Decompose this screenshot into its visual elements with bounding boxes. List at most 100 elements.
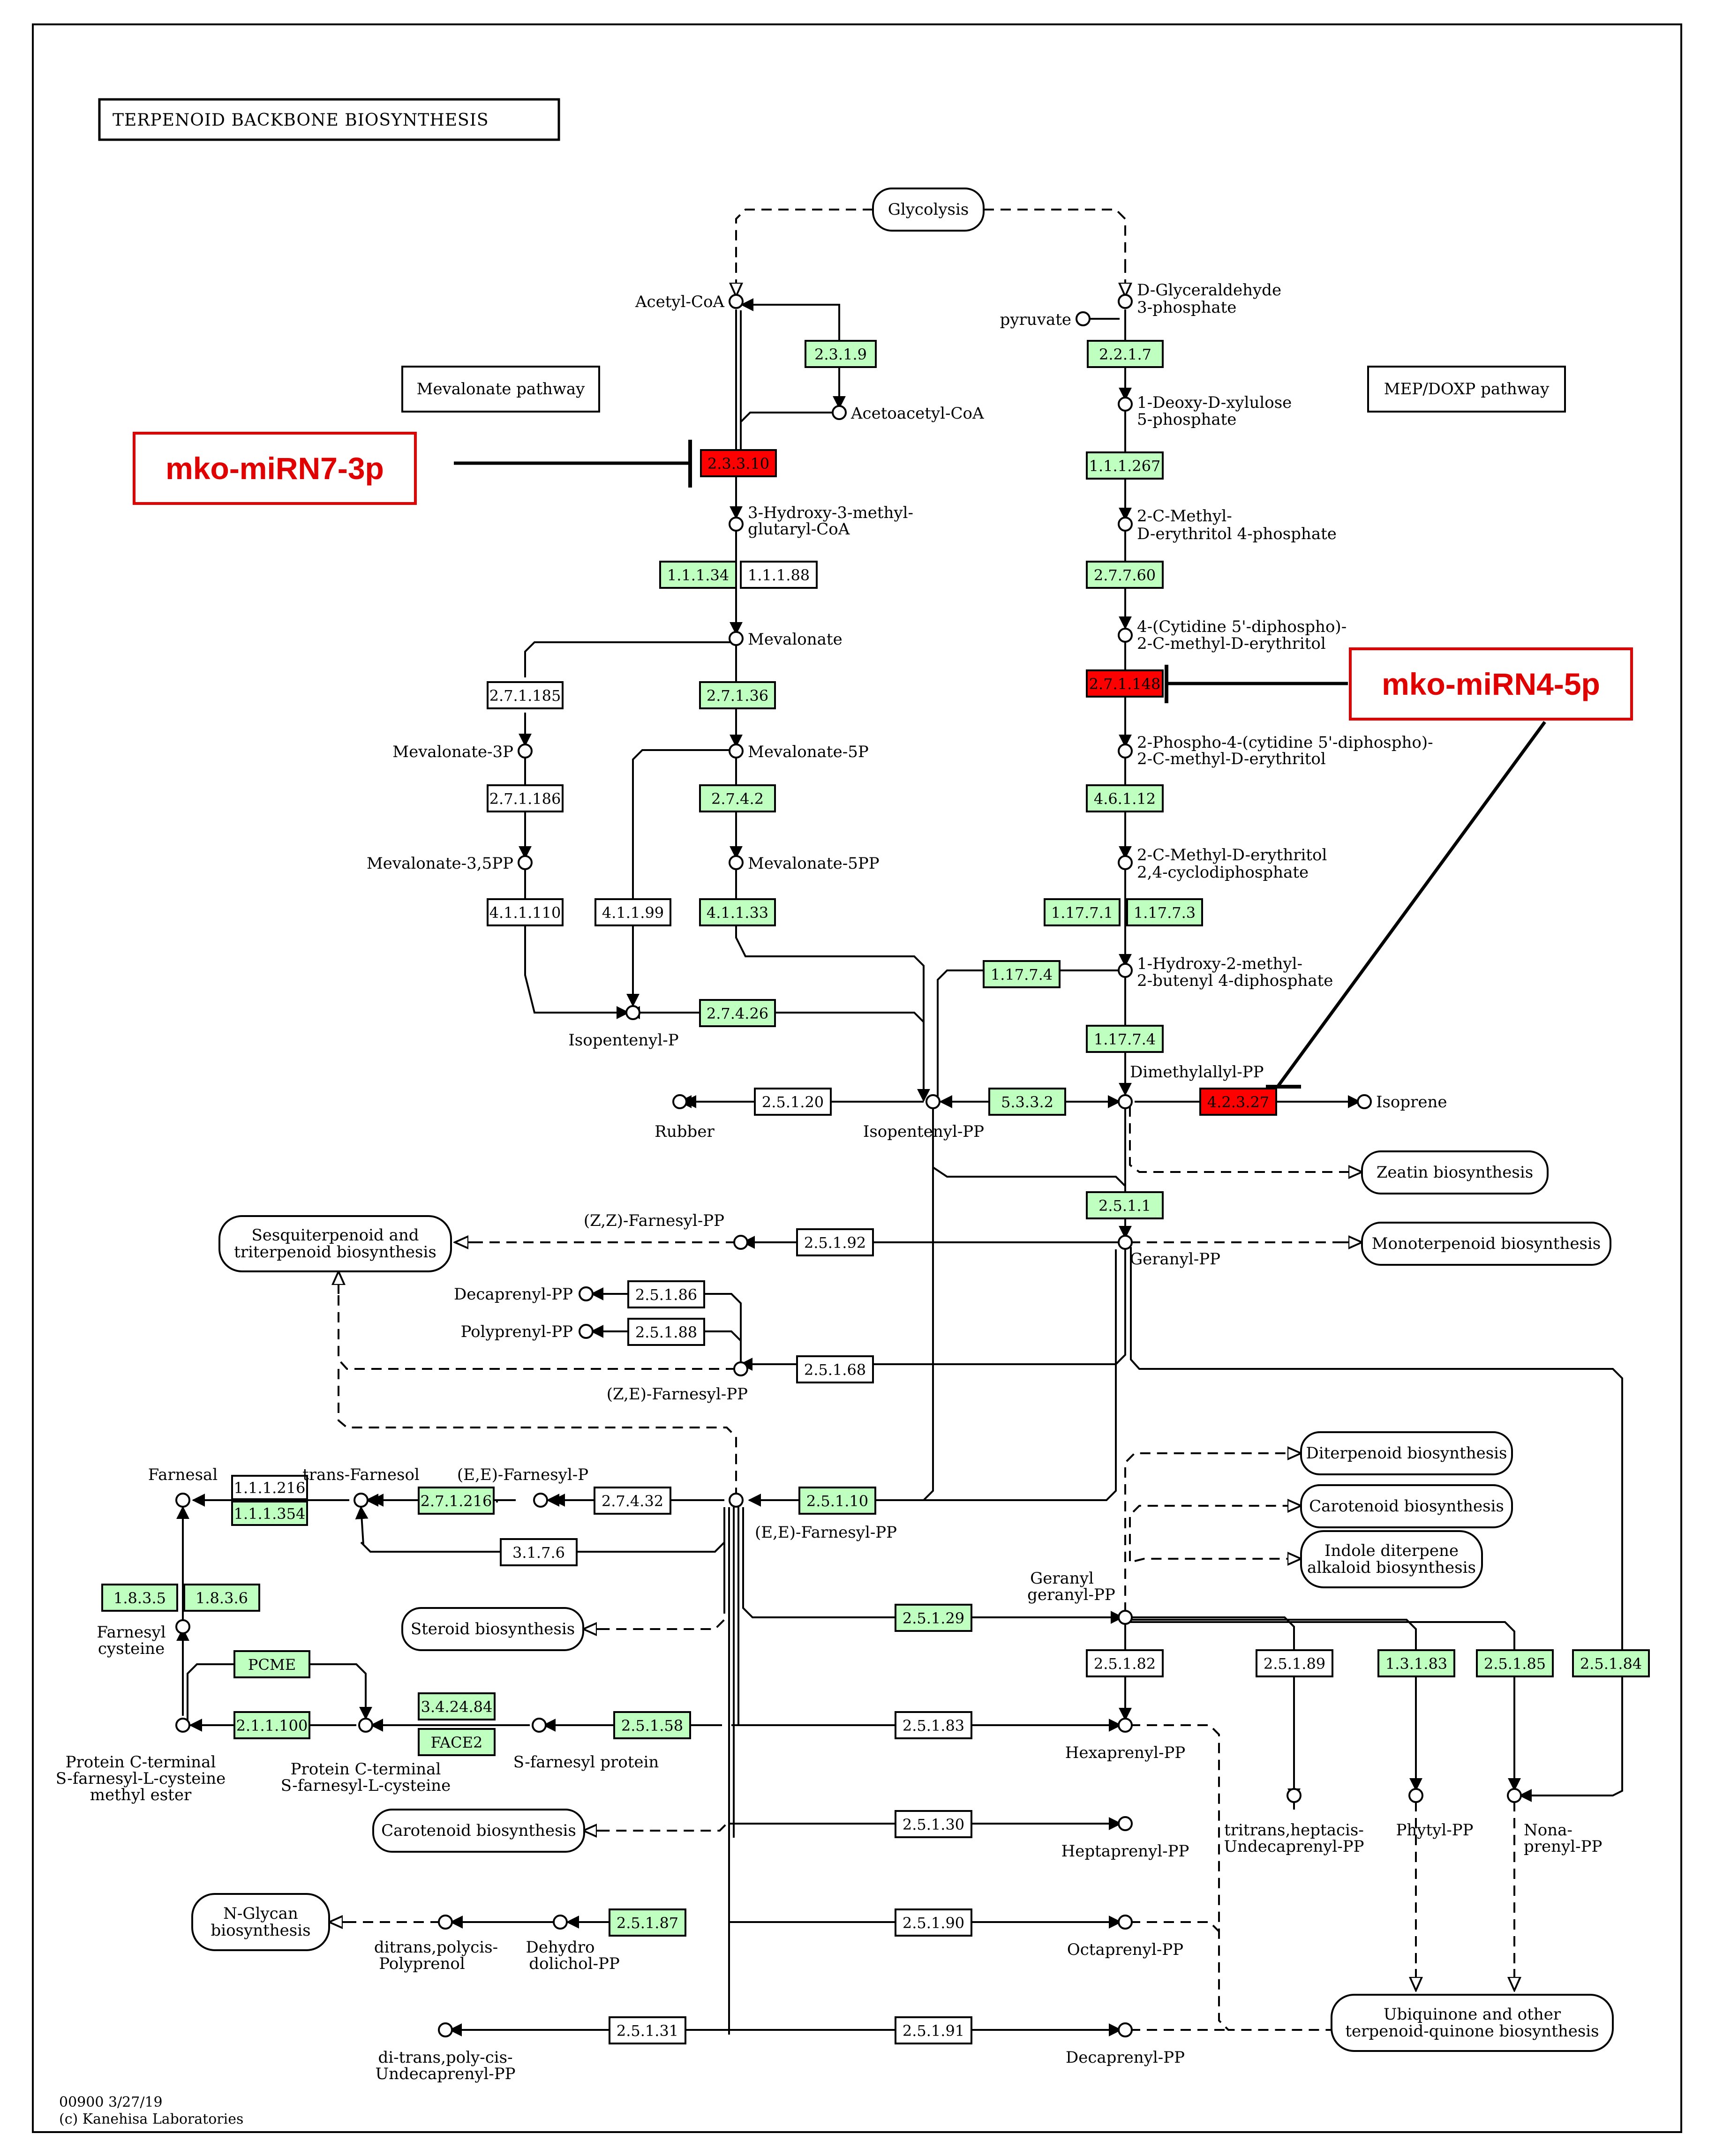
compound-node[interactable]	[1287, 1788, 1302, 1803]
compound-node[interactable]	[1118, 1718, 1133, 1733]
enzyme-e1835[interactable]: 1.8.3.5	[101, 1584, 178, 1612]
enzyme-e25186[interactable]: 2.5.1.86	[627, 1280, 705, 1308]
compound-node[interactable]	[175, 1493, 190, 1508]
mirna-7-callout[interactable]: mko-miRN7-3p	[133, 432, 692, 505]
compound-node[interactable]	[1507, 1788, 1522, 1803]
compound-node[interactable]	[1357, 1094, 1372, 1109]
compound-node[interactable]	[1118, 294, 1133, 309]
compound-node[interactable]	[175, 1619, 190, 1634]
enzyme-e11188[interactable]: 1.1.1.88	[740, 561, 818, 589]
compound-node[interactable]	[175, 1718, 190, 1733]
enzyme-e27760[interactable]: 2.7.7.60	[1086, 561, 1164, 589]
compound-node[interactable]	[1118, 744, 1133, 759]
enzyme-e23310[interactable]: 2.3.3.10	[700, 449, 777, 477]
carotenoid-link-1[interactable]: Carotenoid biosynthesis	[1300, 1484, 1513, 1528]
enzyme-e25182[interactable]: 2.5.1.82	[1086, 1649, 1164, 1677]
compound-node[interactable]	[579, 1286, 594, 1301]
enzyme-e41133[interactable]: 4.1.1.33	[699, 898, 776, 926]
enzyme-e42327[interactable]: 4.2.3.27	[1199, 1088, 1277, 1116]
compound-node[interactable]	[925, 1094, 941, 1109]
enzyme-e41199[interactable]: 4.1.1.99	[594, 898, 671, 926]
compound-node[interactable]	[438, 1915, 453, 1930]
enzyme-e271185[interactable]: 2.7.1.185	[487, 681, 564, 709]
compound-node[interactable]	[1118, 1235, 1133, 1250]
compound-node[interactable]	[729, 517, 744, 532]
glycolysis-link[interactable]: Glycolysis	[872, 188, 985, 232]
steroid-link[interactable]: Steroid biosynthesis	[401, 1607, 584, 1651]
compound-node[interactable]	[553, 1915, 568, 1930]
enzyme-e27136[interactable]: 2.7.1.36	[699, 681, 776, 709]
enzyme-e25130[interactable]: 2.5.1.30	[895, 1810, 972, 1838]
compound-node[interactable]	[358, 1718, 373, 1733]
compound-node[interactable]	[1118, 855, 1133, 870]
enzyme-e2217[interactable]: 2.2.1.7	[1087, 340, 1164, 368]
enzyme-e3176[interactable]: 3.1.7.6	[500, 1538, 578, 1566]
enzyme-e11774b[interactable]: 1.17.7.4	[1086, 1025, 1164, 1053]
enzyme-e411110[interactable]: 4.1.1.110	[487, 898, 564, 926]
enzyme-e11774a[interactable]: 1.17.7.4	[983, 960, 1061, 988]
compound-node[interactable]	[1118, 397, 1133, 412]
compound-node[interactable]	[1408, 1788, 1423, 1803]
compound-node[interactable]	[354, 1493, 369, 1508]
compound-node[interactable]	[733, 1361, 748, 1376]
enzyme-e271216[interactable]: 2.7.1.216	[418, 1487, 495, 1515]
compound-node[interactable]	[729, 294, 744, 309]
compound-node[interactable]	[532, 1718, 547, 1733]
enzyme-e25120[interactable]: 2.5.1.20	[754, 1088, 832, 1116]
enzyme-e27432[interactable]: 2.7.4.32	[594, 1487, 671, 1515]
compound-node[interactable]	[518, 855, 533, 870]
mevalonate-pathway-link[interactable]: Mevalonate pathway	[401, 366, 600, 413]
enzyme-e25190[interactable]: 2.5.1.90	[895, 1908, 972, 1937]
enzyme-e271148[interactable]: 2.7.1.148	[1086, 669, 1164, 698]
zeatin-link[interactable]: Zeatin biosynthesis	[1361, 1150, 1549, 1194]
enzyme-e11773[interactable]: 1.17.7.3	[1126, 898, 1203, 926]
compound-node[interactable]	[518, 744, 533, 759]
compound-node[interactable]	[729, 1493, 744, 1508]
enzyme-e111267[interactable]: 1.1.1.267	[1086, 451, 1164, 480]
compound-node[interactable]	[533, 1493, 548, 1508]
enzyme-e25131[interactable]: 2.5.1.31	[609, 2016, 686, 2044]
enzyme-e25129[interactable]: 2.5.1.29	[895, 1604, 972, 1632]
compound-node[interactable]	[1118, 1094, 1133, 1109]
compound-node[interactable]	[1118, 1816, 1133, 1831]
compound-node[interactable]	[832, 405, 847, 420]
enzyme-e5332[interactable]: 5.3.3.2	[988, 1088, 1066, 1116]
compound-node[interactable]	[438, 2022, 453, 2037]
enzyme-face2[interactable]: FACE2	[418, 1728, 496, 1756]
compound-node[interactable]	[1118, 2022, 1133, 2037]
compound-node[interactable]	[729, 855, 744, 870]
enzyme-e342484[interactable]: 3.4.24.84	[418, 1692, 496, 1720]
enzyme-e25168[interactable]: 2.5.1.68	[796, 1355, 874, 1383]
compound-node[interactable]	[729, 631, 744, 646]
enzyme-e2511[interactable]: 2.5.1.1	[1086, 1191, 1164, 1219]
compound-node[interactable]	[1118, 1610, 1133, 1625]
enzyme-e111216[interactable]: 1.1.1.216	[231, 1475, 308, 1500]
enzyme-e27426[interactable]: 2.7.4.26	[699, 999, 776, 1027]
enzyme-e25110[interactable]: 2.5.1.10	[798, 1487, 876, 1515]
enzyme-e111354[interactable]: 1.1.1.354	[231, 1501, 308, 1526]
compound-node[interactable]	[672, 1094, 687, 1109]
enzyme-e11134[interactable]: 1.1.1.34	[659, 561, 737, 589]
enzyme-e25158[interactable]: 2.5.1.58	[613, 1711, 691, 1739]
compound-node[interactable]	[579, 1324, 594, 1339]
enzyme-pcme[interactable]: PCME	[233, 1650, 310, 1678]
compound-node[interactable]	[1118, 1915, 1133, 1930]
compound-node[interactable]	[733, 1235, 748, 1250]
enzyme-e25189[interactable]: 2.5.1.89	[1256, 1649, 1333, 1677]
compound-node[interactable]	[1118, 517, 1133, 532]
carotenoid-link-2[interactable]: Carotenoid biosynthesis	[372, 1809, 585, 1853]
enzyme-e1836[interactable]: 1.8.3.6	[183, 1584, 260, 1612]
compound-node[interactable]	[625, 1005, 640, 1020]
enzyme-e46112[interactable]: 4.6.1.12	[1086, 784, 1164, 812]
monoterpenoid-link[interactable]: Monoterpenoid biosynthesis	[1361, 1222, 1611, 1266]
compound-node[interactable]	[729, 744, 744, 759]
enzyme-e25187[interactable]: 2.5.1.87	[609, 1908, 686, 1937]
enzyme-e2319[interactable]: 2.3.1.9	[805, 340, 877, 368]
enzyme-e25183[interactable]: 2.5.1.83	[895, 1711, 972, 1739]
mep-pathway-link[interactable]: MEP/DOXP pathway	[1367, 366, 1566, 413]
diterpenoid-link[interactable]: Diterpenoid biosynthesis	[1300, 1431, 1513, 1475]
